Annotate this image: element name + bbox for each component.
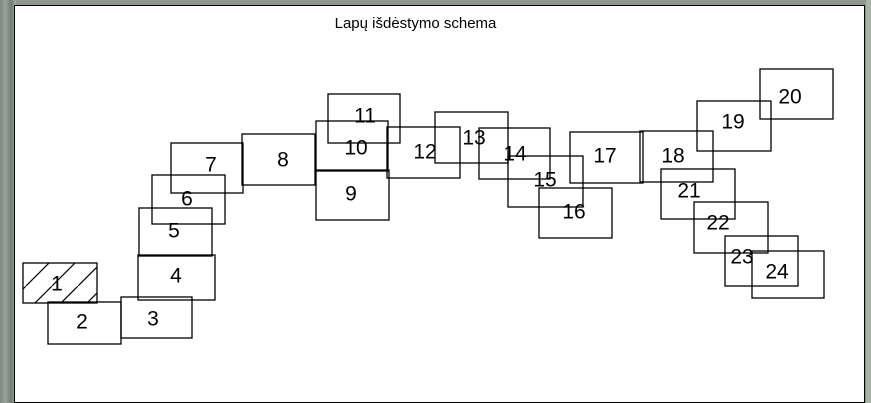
sheet-21-label: 21 — [677, 180, 700, 203]
sheet-20: 20 — [759, 68, 834, 120]
sheet-11-outline — [327, 93, 401, 144]
sheet-17: 17 — [569, 131, 644, 184]
sheet-9-outline — [315, 169, 390, 221]
sheet-13-label: 13 — [462, 127, 485, 150]
sheet-5-label: 5 — [168, 220, 180, 243]
sheet-4-label: 4 — [170, 265, 182, 288]
sheet-23-label: 23 — [730, 246, 753, 269]
sheet-12: 12 — [386, 126, 461, 179]
sheet-8-label: 8 — [277, 149, 289, 172]
sheet-23-outline — [724, 235, 799, 287]
sheet-1: 1 — [22, 262, 98, 304]
sheet-21-outline — [660, 168, 736, 220]
sheet-4: 4 — [137, 254, 216, 301]
sheet-5-outline — [138, 207, 213, 257]
sheet-24-outline — [751, 250, 825, 299]
sheet-1-outline — [22, 262, 98, 304]
sheet-11-label: 11 — [354, 105, 376, 128]
sheet-18-outline — [639, 130, 714, 183]
sheet-13: 13 — [434, 111, 509, 164]
sheet-14-label: 14 — [503, 143, 527, 166]
scheme-title: Lapų išdėstymo schema — [334, 15, 497, 32]
sheet-7: 7 — [170, 142, 244, 194]
photo-top-strip — [0, 0, 871, 6]
sheet-3-outline — [120, 296, 193, 339]
sheet-8-outline — [241, 133, 316, 186]
sheet-17-label: 17 — [593, 145, 616, 168]
sheet-22: 22 — [693, 201, 769, 254]
sheet-21: 21 — [660, 168, 736, 220]
sheet-1-label: 1 — [51, 273, 63, 296]
sheet-19-label: 19 — [721, 111, 744, 134]
sheet-12-label: 12 — [413, 141, 436, 164]
sheet-14-outline — [478, 127, 551, 180]
sheet-15-label: 15 — [533, 169, 556, 192]
sheet-10: 10 — [315, 120, 389, 172]
photo-right-strip — [866, 0, 871, 403]
sheet-16-outline — [538, 187, 613, 239]
sheet-5: 5 — [138, 207, 213, 257]
sheet-8: 8 — [241, 133, 316, 186]
sheet-6-label: 6 — [181, 188, 193, 211]
sheet-7-outline — [170, 142, 244, 194]
sheet-18: 18 — [639, 130, 714, 183]
sheet-24: 24 — [751, 250, 825, 299]
sheet-24-label: 24 — [765, 261, 789, 284]
sheet-15-outline — [507, 155, 584, 208]
sheet-6-outline — [151, 174, 226, 225]
sheet-4-outline — [137, 254, 216, 301]
sheet-17-outline — [569, 131, 644, 184]
sheet-11: 11 — [327, 93, 401, 144]
sheet-18-label: 18 — [661, 145, 684, 168]
sheet-14: 14 — [478, 127, 551, 180]
sheet-9: 9 — [315, 169, 390, 221]
sheet-6: 6 — [151, 174, 226, 225]
layout-sheet — [14, 5, 865, 403]
sheet-16: 16 — [538, 187, 613, 239]
sheet-16-label: 16 — [562, 201, 585, 224]
sheet-3-label: 3 — [147, 308, 159, 331]
sheet-13-outline — [434, 111, 509, 164]
sheet-22-outline — [693, 201, 769, 254]
sheet-2: 2 — [47, 301, 122, 345]
sheet-12-outline — [386, 126, 461, 179]
aerial-photo-edge — [0, 0, 16, 403]
sheet-23: 23 — [724, 235, 799, 287]
sheet-7-label: 7 — [205, 154, 217, 177]
sheet-20-outline — [759, 68, 834, 120]
sheet-9-label: 9 — [345, 183, 357, 206]
sheet-20-label: 20 — [778, 86, 801, 109]
sheet-10-label: 10 — [344, 137, 367, 160]
sheet-19-outline — [696, 100, 772, 152]
sheet-3: 3 — [120, 296, 193, 339]
sheet-22-label: 22 — [706, 212, 729, 235]
sheet-2-label: 2 — [76, 311, 88, 334]
sheet-19: 19 — [696, 100, 772, 152]
sheet-15: 15 — [507, 155, 584, 208]
sheet-10-outline — [315, 120, 389, 172]
